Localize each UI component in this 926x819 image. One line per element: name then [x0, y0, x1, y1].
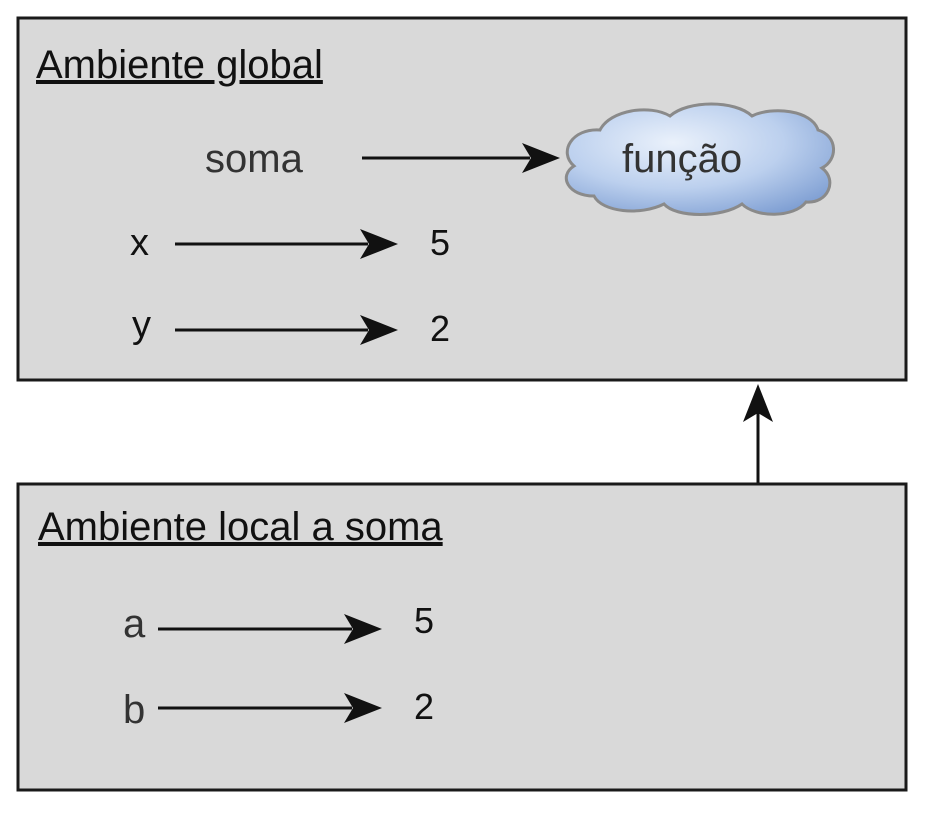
binding-name-x: x — [130, 222, 149, 264]
local-environment-frame: Ambiente local a soma a 5 b 2 — [16, 482, 908, 792]
binding-b: b 2 — [123, 686, 434, 732]
binding-soma: soma função — [205, 102, 835, 216]
cloud-label: função — [622, 137, 742, 181]
binding-value-x: 5 — [430, 222, 450, 263]
parent-environment-arrow — [743, 384, 773, 484]
binding-arrow-b — [158, 693, 382, 723]
global-environment-frame: Ambiente global soma função x 5 y — [16, 16, 908, 382]
binding-y: y 2 — [132, 304, 450, 349]
binding-name-soma: soma — [205, 137, 304, 181]
binding-arrow-y — [175, 315, 398, 345]
local-environment-title: Ambiente local a soma — [38, 505, 443, 549]
binding-value-y: 2 — [430, 308, 450, 349]
binding-arrow-a — [158, 614, 382, 644]
binding-name-a: a — [123, 602, 146, 646]
binding-arrow-soma — [362, 143, 560, 173]
binding-value-b: 2 — [414, 686, 434, 727]
global-environment-title: Ambiente global — [36, 43, 323, 87]
binding-x: x 5 — [130, 222, 450, 264]
binding-name-y: y — [132, 304, 151, 346]
local-environment-box — [16, 482, 908, 792]
binding-value-a: 5 — [414, 600, 434, 641]
binding-a: a 5 — [123, 600, 434, 646]
cloud-shape — [564, 102, 835, 216]
function-cloud: função — [564, 102, 835, 216]
binding-arrow-x — [175, 229, 398, 259]
binding-name-b: b — [123, 688, 145, 732]
